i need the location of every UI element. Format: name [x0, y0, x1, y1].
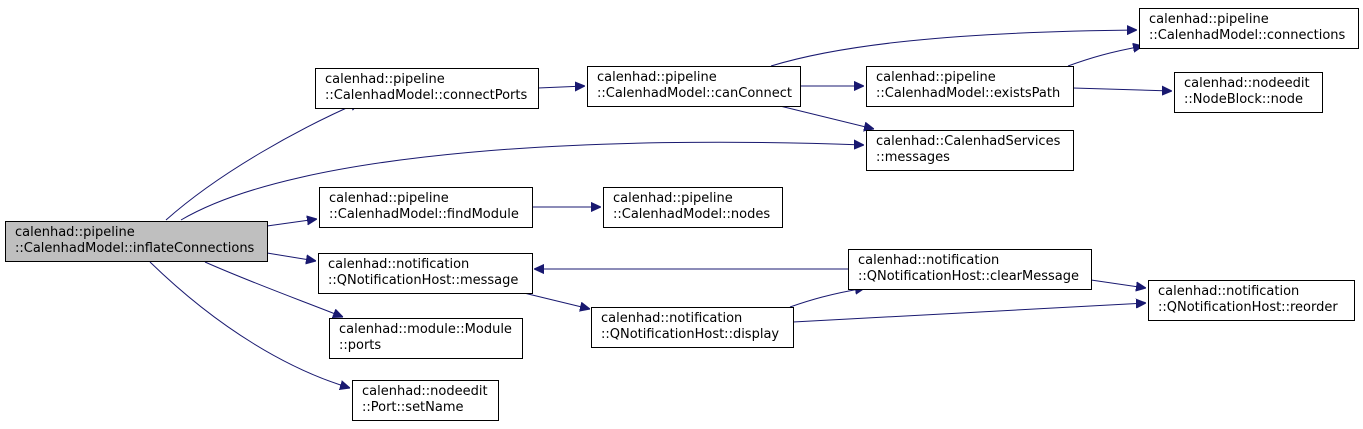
- node-member-label: ::CalenhadModel::nodes: [613, 207, 770, 222]
- node-namespace-label: calenhad::notification: [858, 253, 999, 268]
- node-namespace-label: calenhad::pipeline: [1149, 12, 1269, 27]
- edge-inflate-to-findModule: [266, 219, 317, 227]
- node-namespace-label: calenhad::notification: [601, 311, 742, 326]
- node-connectPorts[interactable]: calenhad::pipeline::CalenhadModel::conne…: [315, 68, 539, 109]
- edge-inflate-to-messages: [180, 142, 864, 221]
- edge-existsPath-to-nodeblock: [1072, 88, 1172, 91]
- node-namespace-label: calenhad::pipeline: [613, 191, 733, 206]
- node-messages[interactable]: calenhad::CalenhadServices::messages: [866, 130, 1074, 171]
- node-box: [352, 380, 499, 421]
- node-display[interactable]: calenhad::notification::QNotificationHos…: [591, 307, 794, 348]
- edge-clearMessage-to-reorder: [1090, 279, 1146, 288]
- edge-inflate-to-message: [266, 252, 316, 261]
- node-box: [315, 68, 539, 109]
- node-member-label: ::QNotificationHost::display: [601, 327, 779, 342]
- node-member-label: ::ports: [339, 338, 381, 353]
- node-namespace-label: calenhad::pipeline: [597, 70, 717, 85]
- node-connections[interactable]: calenhad::pipeline::CalenhadModel::conne…: [1139, 8, 1359, 49]
- node-member-label: ::CalenhadModel::findModule: [329, 207, 519, 222]
- node-member-label: ::Port::setName: [362, 400, 464, 415]
- node-box: [5, 221, 268, 262]
- node-member-label: ::CalenhadModel::inflateConnections: [15, 241, 255, 256]
- node-box: [866, 130, 1074, 171]
- node-canConnect[interactable]: calenhad::pipeline::CalenhadModel::canCo…: [587, 66, 801, 107]
- node-member-label: ::QNotificationHost::reorder: [1158, 300, 1338, 315]
- edge-inflate-to-connectPorts: [165, 102, 360, 221]
- node-member-label: ::QNotificationHost::message: [328, 273, 518, 288]
- node-box: [1174, 72, 1323, 113]
- edge-inflate-to-ports: [204, 261, 343, 317]
- edge-display-to-reorder: [792, 303, 1146, 323]
- node-box: [1139, 8, 1359, 49]
- node-namespace-label: calenhad::pipeline: [876, 70, 996, 85]
- node-namespace-label: calenhad::pipeline: [15, 225, 135, 240]
- node-member-label: ::CalenhadModel::connections: [1149, 28, 1346, 43]
- node-box: [318, 253, 533, 294]
- node-setName[interactable]: calenhad::nodeedit::Port::setName: [352, 380, 499, 421]
- node-box: [329, 318, 523, 359]
- nodes-layer: calenhad::pipeline::CalenhadModel::infla…: [5, 8, 1359, 421]
- node-namespace-label: calenhad::notification: [1158, 284, 1299, 299]
- edge-canConnect-to-messages: [779, 105, 874, 129]
- node-namespace-label: calenhad::CalenhadServices: [876, 134, 1061, 149]
- edge-display-to-clearMessage: [789, 288, 865, 308]
- node-clearMessage[interactable]: calenhad::notification::QNotificationHos…: [848, 249, 1092, 290]
- node-reorder[interactable]: calenhad::notification::QNotificationHos…: [1148, 280, 1355, 321]
- node-member-label: ::CalenhadModel::existsPath: [876, 86, 1060, 101]
- edge-inflate-to-setName: [149, 261, 350, 388]
- node-ports[interactable]: calenhad::module::Module::ports: [329, 318, 523, 359]
- node-namespace-label: calenhad::nodeedit: [1184, 76, 1310, 91]
- node-message[interactable]: calenhad::notification::QNotificationHos…: [318, 253, 533, 294]
- node-box: [866, 66, 1074, 107]
- node-member-label: ::QNotificationHost::clearMessage: [858, 269, 1079, 284]
- node-box: [591, 307, 794, 348]
- node-box: [1148, 280, 1355, 321]
- node-namespace-label: calenhad::nodeedit: [362, 384, 488, 399]
- edge-canConnect-to-connections: [770, 30, 1137, 67]
- node-nodeblock[interactable]: calenhad::nodeedit::NodeBlock::node: [1174, 72, 1323, 113]
- node-box: [319, 187, 533, 228]
- node-member-label: ::CalenhadModel::connectPorts: [325, 88, 527, 103]
- node-inflate: calenhad::pipeline::CalenhadModel::infla…: [5, 221, 268, 262]
- node-namespace-label: calenhad::module::Module: [339, 322, 512, 337]
- node-namespace-label: calenhad::pipeline: [329, 191, 449, 206]
- node-box: [587, 66, 801, 107]
- edges-layer: [149, 30, 1172, 388]
- node-namespace-label: calenhad::notification: [328, 257, 469, 272]
- node-box: [603, 187, 783, 228]
- node-box: [848, 249, 1092, 290]
- edge-connectPorts-to-canConnect: [537, 86, 585, 88]
- edge-message-to-display: [523, 292, 590, 309]
- edge-existsPath-to-connections: [1067, 46, 1143, 67]
- node-findModule[interactable]: calenhad::pipeline::CalenhadModel::findM…: [319, 187, 533, 228]
- node-namespace-label: calenhad::pipeline: [325, 72, 445, 87]
- node-member-label: ::messages: [876, 150, 950, 165]
- node-nodes[interactable]: calenhad::pipeline::CalenhadModel::nodes: [603, 187, 783, 228]
- node-member-label: ::NodeBlock::node: [1184, 92, 1303, 107]
- node-member-label: ::CalenhadModel::canConnect: [597, 86, 792, 101]
- node-existsPath[interactable]: calenhad::pipeline::CalenhadModel::exist…: [866, 66, 1074, 107]
